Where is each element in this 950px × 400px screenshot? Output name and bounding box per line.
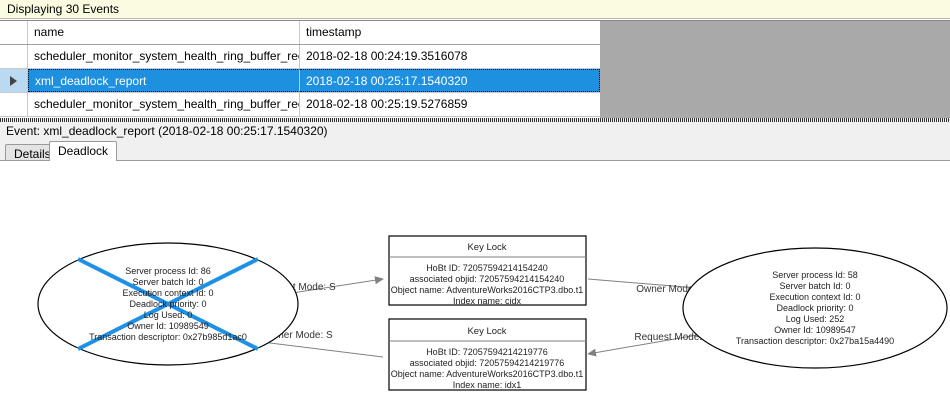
events-grid-header-row: name timestamp [0, 21, 600, 45]
key-lock-top-line-2: Object name: AdventureWorks2016CTP3.dbo.… [391, 285, 583, 295]
cell-timestamp[interactable]: 2018-02-18 00:25:19.5276859 [306, 97, 468, 111]
tab-deadlock[interactable]: Deadlock [49, 141, 118, 161]
cell-name[interactable]: scheduler_monitor_system_health_ring_buf… [28, 45, 300, 68]
cell-name[interactable]: scheduler_monitor_system_health_ring_buf… [28, 93, 300, 116]
edge-right-owner-label: Owner Mode: X [636, 284, 706, 295]
row-pointer-icon [10, 76, 17, 86]
process-right-line-2: Execution context Id: 0 [769, 292, 860, 302]
row-selector-cell[interactable] [0, 69, 28, 92]
event-title-label: Event: xml_deadlock_report (2018-02-18 0… [6, 124, 328, 138]
cell-name[interactable]: xml_deadlock_report [28, 69, 300, 92]
process-left-line-5: Owner Id: 10989549 [127, 321, 209, 331]
key-lock-bottom-line-3: Index name: idx1 [453, 380, 522, 390]
deadlock-graph-canvas[interactable]: Request Mode: S Owner Mode: X Owner Mode… [0, 160, 950, 400]
column-header-timestamp[interactable]: timestamp [306, 25, 362, 39]
key-lock-bottom-line-0: HoBt ID: 72057594214219776 [426, 347, 548, 357]
process-node-left[interactable]: Server process Id: 86 Server batch Id: 0… [37, 242, 299, 366]
tab-strip: Details Deadlock [0, 140, 950, 161]
header-selector-cell [0, 21, 28, 44]
key-lock-top-line-3: Index name: cidx [453, 296, 522, 306]
cell-timestamp[interactable]: 2018-02-18 00:25:17.1540320 [300, 69, 600, 92]
tab-details[interactable]: Details [5, 144, 60, 161]
process-left-line-6: Transaction descriptor: 0x27b985d1ac0 [89, 332, 247, 342]
cell-timestamp[interactable]: 2018-02-18 00:24:19.3516078 [306, 49, 468, 63]
process-left-line-4: Log Used: 0 [144, 310, 193, 320]
key-lock-bottom-line-2: Object name: AdventureWorks2016CTP3.dbo.… [391, 369, 583, 379]
table-row[interactable]: scheduler_monitor_system_health_ring_buf… [0, 45, 600, 69]
process-right-line-4: Log Used: 252 [786, 314, 845, 324]
process-left-line-1: Server batch Id: 0 [132, 277, 203, 287]
process-right-line-1: Server batch Id: 0 [779, 281, 850, 291]
edge-left-request-label: Request Mode: S [258, 282, 336, 293]
column-header-name[interactable]: name [28, 21, 300, 44]
resource-node-key-lock-top[interactable]: Key Lock HoBt ID: 72057594214154240 asso… [388, 235, 587, 306]
table-row[interactable]: scheduler_monitor_system_health_ring_buf… [0, 93, 600, 117]
row-selector-cell[interactable] [0, 45, 28, 68]
events-grid[interactable]: name timestamp scheduler_monitor_system_… [0, 21, 600, 118]
key-lock-bottom-line-1: associated objid: 72057594214219776 [410, 358, 565, 368]
key-lock-top-title: Key Lock [467, 242, 506, 253]
events-banner-label: Displaying 30 Events [7, 2, 120, 16]
edge-right-request-label: Request Mode: X [634, 332, 712, 343]
process-left-line-0: Server process Id: 86 [125, 266, 211, 276]
victim-cross-icon [77, 257, 259, 351]
process-right-line-0: Server process Id: 58 [772, 270, 858, 280]
key-lock-bottom-title: Key Lock [467, 326, 506, 337]
process-left-line-2: Execution context Id: 0 [122, 288, 213, 298]
table-row-selected[interactable]: xml_deadlock_report 2018-02-18 00:25:17.… [0, 69, 600, 93]
process-right-line-5: Owner Id: 10989547 [774, 325, 856, 335]
key-lock-top-line-0: HoBt ID: 72057594214154240 [426, 263, 548, 273]
resource-node-key-lock-bottom[interactable]: Key Lock HoBt ID: 72057594214219776 asso… [388, 318, 587, 391]
process-node-right[interactable]: Server process Id: 58 Server batch Id: 0… [682, 247, 948, 369]
process-right-line-3: Deadlock priority: 0 [776, 303, 853, 313]
horizontal-splitter[interactable] [0, 118, 950, 122]
row-selector-cell[interactable] [0, 93, 28, 116]
event-detail-header: Event: xml_deadlock_report (2018-02-18 0… [0, 122, 950, 140]
process-left-line-3: Deadlock priority: 0 [129, 299, 206, 309]
events-banner: Displaying 30 Events [0, 0, 950, 19]
edge-left-owner-label: Owner Mode: S [263, 330, 333, 341]
process-right-line-6: Transaction descriptor: 0x27ba15a4490 [736, 336, 894, 346]
events-grid-backdrop: name timestamp scheduler_monitor_system_… [0, 20, 950, 118]
key-lock-top-line-1: associated objid: 72057594214154240 [410, 274, 565, 284]
